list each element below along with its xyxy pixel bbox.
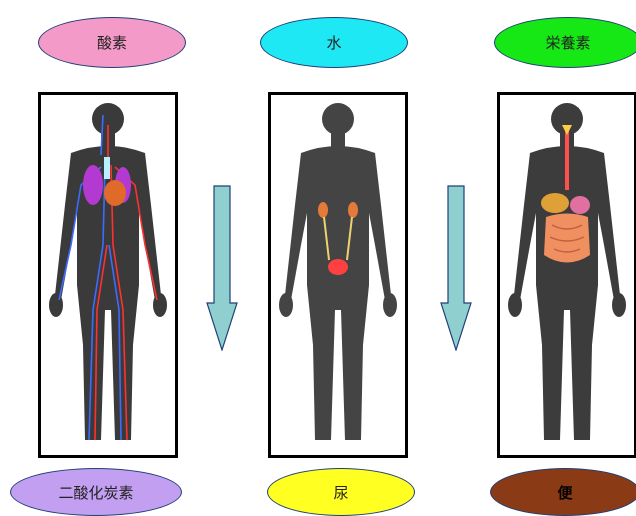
nutrients-label-text: 栄養素	[545, 32, 590, 53]
oxygen-label: 酸素	[38, 17, 186, 68]
urine-label: 尿	[267, 468, 415, 516]
circulatory-body-figure	[41, 95, 175, 455]
oxygen-label-text: 酸素	[97, 32, 127, 53]
digestive-body-panel	[497, 92, 636, 458]
circulatory-body-panel	[38, 92, 178, 458]
down-arrow-2-icon	[440, 185, 472, 351]
stomach-icon	[570, 196, 590, 214]
urinary-body-figure	[271, 95, 405, 455]
down-arrow-1-icon	[206, 185, 238, 351]
urinary-body-panel	[268, 92, 408, 458]
lungs-icon	[83, 165, 103, 205]
liver-icon	[541, 193, 569, 213]
feces-label: 便	[490, 468, 636, 516]
carbon-dioxide-label-text: 二酸化炭素	[58, 482, 133, 503]
water-label-text: 水	[326, 32, 341, 53]
carbon-dioxide-label: 二酸化炭素	[10, 468, 182, 516]
feces-label-text: 便	[557, 482, 572, 503]
kidney-icon	[318, 202, 328, 218]
heart-icon	[104, 180, 126, 206]
water-label: 水	[260, 17, 408, 68]
urine-label-text: 尿	[333, 482, 348, 503]
digestive-body-figure	[500, 95, 634, 455]
bladder-icon	[328, 259, 348, 275]
nutrients-label: 栄養素	[494, 17, 636, 68]
